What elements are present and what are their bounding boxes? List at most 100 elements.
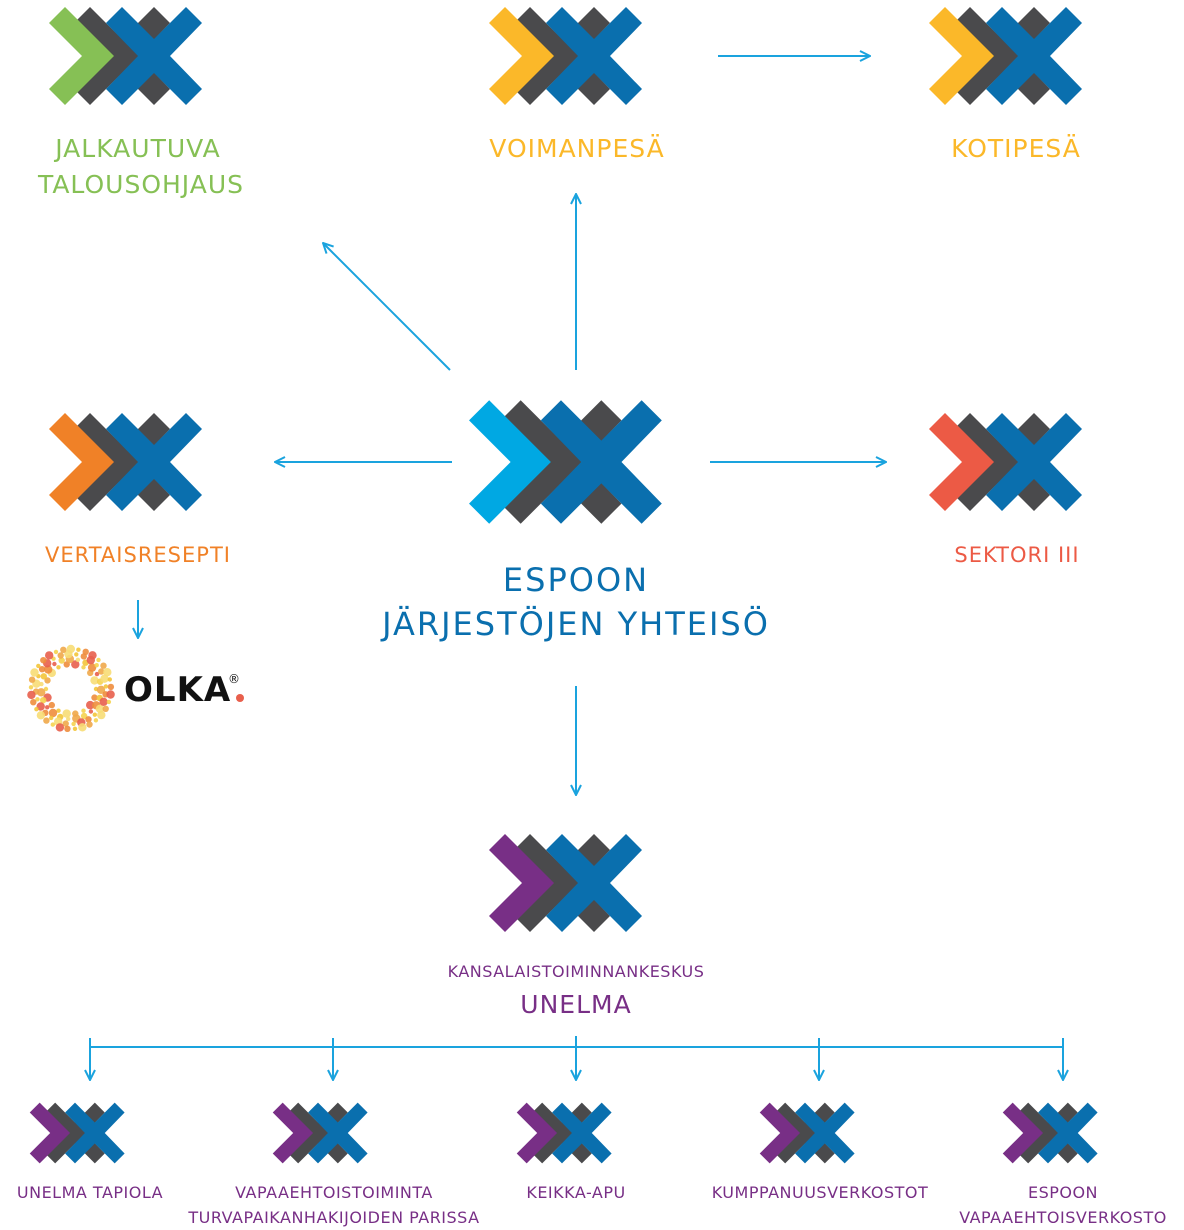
- olka-ring-dot: [96, 685, 106, 694]
- olka-ring-dot: [45, 705, 50, 710]
- logo-marks: [29, 7, 1098, 1164]
- olka-ring-dot: [75, 657, 81, 662]
- center-title-line1: ESPOON: [502, 561, 650, 599]
- olka-ring-dot: [82, 648, 89, 655]
- olka-ring-dot: [43, 686, 49, 692]
- olka-ring-dot: [36, 702, 45, 711]
- olka-ring-dot: [91, 694, 98, 701]
- olka-ring-dot: [35, 697, 40, 702]
- olka-ring-dot: [49, 715, 54, 721]
- olka-ring-dot: [99, 697, 108, 706]
- olka-ring-dot: [56, 665, 61, 670]
- olka-ring-dot: [58, 657, 65, 664]
- logo-unelma: [489, 834, 642, 932]
- center-title: ESPOON JÄRJESTÖJEN YHTEISÖ: [326, 558, 826, 646]
- logo-jalkautuva: [49, 7, 202, 105]
- olka-dot: [236, 694, 244, 702]
- logo-voimanpesa: [489, 7, 642, 105]
- logo-child-3: [516, 1102, 612, 1164]
- olka-ring-dot: [36, 711, 46, 720]
- logo-child-4: [759, 1102, 855, 1164]
- label-kotipesa: KOTIPESÄ: [951, 134, 1081, 163]
- olka-ring-dot: [43, 717, 50, 724]
- olka-ring-dot: [71, 660, 80, 669]
- olka-ring-dot: [64, 725, 71, 732]
- olka-ring-dot: [36, 663, 41, 669]
- child-label: KUMPPANUUSVERKOSTOT: [711, 1183, 929, 1202]
- connector-arrows: [90, 56, 1063, 1080]
- olka-ring-dot: [90, 676, 99, 685]
- olka-ring-dot: [81, 665, 86, 670]
- olka-ring-dot: [48, 708, 58, 718]
- olka-ring-dot: [96, 657, 101, 663]
- olka-registered-mark: ®: [228, 672, 240, 686]
- olka-ring-dot: [80, 712, 88, 720]
- olka-ring-dot: [28, 685, 34, 690]
- olka-ring-dot: [66, 644, 76, 654]
- olka-ring-dot: [48, 701, 55, 709]
- center-title-line2: JÄRJESTÖJEN YHTEISÖ: [382, 605, 770, 643]
- olka-ring-dot: [57, 652, 64, 659]
- olka-ring-dot: [76, 647, 81, 652]
- olka-ring-dot: [87, 663, 97, 672]
- label-unelma-title: UNELMA: [520, 990, 632, 1019]
- olka-ring-dot: [45, 651, 54, 660]
- logo-child-2: [272, 1102, 368, 1164]
- label-jalkautuva: JALKAUTUVA TALOUSOHJAUS: [38, 134, 244, 199]
- olka-ring-dot: [30, 699, 37, 706]
- label-vertaisresepti: VERTAISRESEPTI: [45, 543, 231, 567]
- olka-ring-dot: [102, 705, 109, 712]
- olka-ring-dot: [71, 721, 76, 727]
- logo-child-5: [1002, 1102, 1098, 1164]
- olka-ring-dot: [40, 657, 47, 664]
- olka-ring-dot: [81, 708, 86, 713]
- olka-ring-dot: [107, 683, 115, 691]
- label-unelma-subtitle: KANSALAISTOIMINNANKESKUS: [447, 962, 705, 981]
- olka-ring-dot: [40, 673, 47, 680]
- olka-ring-dot: [78, 723, 87, 732]
- arrow-to-jalkautuva: [323, 243, 451, 371]
- olka-ring-dot: [28, 676, 36, 683]
- olka-ring-dot: [106, 690, 115, 699]
- olka-wordmark: OLKA: [124, 670, 232, 710]
- olka-ring-dot: [50, 722, 55, 727]
- olka-ring-dot: [53, 649, 59, 655]
- olka-logo-ring: [27, 644, 115, 732]
- olka-ring-dot: [56, 708, 61, 713]
- olka-ring-dot: [106, 699, 112, 705]
- olka-ring-dot: [100, 662, 107, 669]
- olka-ring-dot: [95, 704, 105, 713]
- olka-ring-dot: [34, 707, 39, 712]
- olka-ring-dot: [85, 716, 92, 723]
- child-label: UNELMA TAPIOLA: [16, 1183, 164, 1202]
- logo-espoon-center: [469, 400, 662, 524]
- olka-ring-dot: [86, 700, 95, 710]
- olka-ring-dot: [62, 709, 71, 718]
- olka-ring-dot: [62, 720, 69, 727]
- logo-child-1: [29, 1102, 125, 1164]
- olka-ring-dot: [86, 721, 93, 728]
- olka-ring-dot: [93, 718, 99, 723]
- logo-vertaisresepti: [49, 413, 202, 511]
- olka-ring-dot: [40, 697, 47, 704]
- olka-ring-dot: [100, 674, 109, 683]
- olka-ring-dot: [44, 665, 53, 674]
- olka-ring-dot: [38, 666, 46, 673]
- label-voimanpesa: VOIMANPESÄ: [489, 134, 665, 163]
- child-label: KEIKKA-APU: [526, 1183, 626, 1202]
- olka-ring-dot: [88, 709, 94, 714]
- olka-ring-dot: [27, 690, 36, 700]
- logo-sektori: [929, 413, 1082, 511]
- olka-ring-dot: [37, 688, 46, 697]
- olka-ring-dot: [94, 663, 99, 668]
- olka-ring-dot: [107, 677, 113, 682]
- olka-ring-dot: [55, 723, 65, 732]
- label-sektori: SEKTORI III: [954, 543, 1080, 567]
- olka-ring-dot: [98, 668, 105, 675]
- olka-ring-dot: [88, 651, 97, 660]
- olka-ring-dot: [60, 646, 67, 653]
- olka-ring-dot: [94, 671, 100, 677]
